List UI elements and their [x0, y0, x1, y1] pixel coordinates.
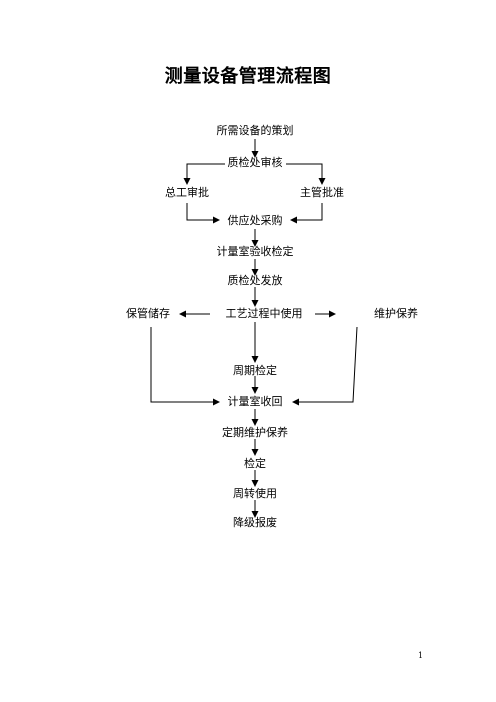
node-chief-engineer: 总工审批: [165, 185, 209, 199]
flow-connectors: [150, 139, 358, 518]
arrow-supervisor-to-procurement: [290, 203, 323, 224]
arrow-maintenance-to-recall: [292, 326, 358, 406]
node-qc-review: 质检处审核: [228, 155, 283, 169]
arrow-qc-to-supervisor: [286, 163, 326, 185]
arrow-chief-to-procurement: [186, 203, 220, 224]
page-number: 1: [418, 651, 424, 660]
node-verification: 检定: [244, 456, 266, 470]
page-title: 测量设备管理流程图: [164, 66, 332, 87]
node-issue: 质检处发放: [228, 273, 283, 287]
node-rotation: 周转使用: [233, 486, 277, 500]
node-periodic-check: 周期检定: [233, 363, 277, 377]
node-planning: 所需设备的策划: [217, 123, 294, 137]
node-in-use: 工艺过程中使用: [226, 307, 303, 320]
arrow-qc-to-chief: [183, 163, 225, 185]
node-storage: 保管储存: [126, 306, 170, 320]
node-supervisor: 主管批准: [300, 185, 344, 199]
arrow-storage-to-recall: [150, 327, 220, 406]
node-acceptance: 计量室验收检定: [217, 244, 294, 258]
node-procurement: 供应处采购: [228, 213, 283, 227]
flow-nodes: 所需设备的策划 质检处审核 总工审批 主管批准 供应处采购 计量室验收检定 质检…: [126, 123, 418, 529]
node-recall: 计量室收回: [228, 394, 283, 408]
node-scrap: 降级报废: [233, 515, 277, 529]
node-regular-maintenance: 定期维护保养: [222, 425, 288, 439]
node-maintenance: 维护保养: [374, 306, 418, 320]
